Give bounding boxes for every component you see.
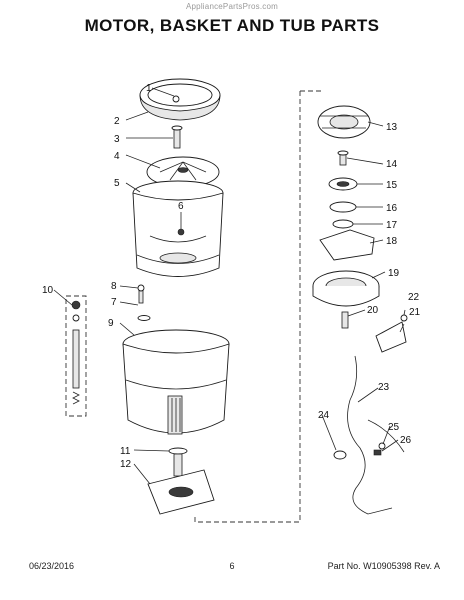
callout-6: 6	[178, 201, 184, 212]
callout-19: 19	[388, 268, 400, 279]
harness-branch	[367, 419, 405, 453]
harness-connector	[373, 449, 382, 456]
wash-basket	[132, 180, 224, 277]
spacer-ring	[329, 201, 357, 213]
stator-bolt	[337, 150, 349, 166]
retaining-ring	[332, 219, 354, 229]
callout-11: 11	[120, 446, 131, 457]
spring-kit	[71, 300, 81, 405]
kit-10-boundary	[65, 295, 87, 417]
callout-15: 15	[386, 180, 398, 191]
gearcase	[147, 453, 215, 515]
callout-25: 25	[388, 422, 400, 433]
callout-7: 7	[111, 297, 117, 308]
callout-12: 12	[120, 459, 132, 470]
callout-22: 22	[408, 292, 420, 303]
washer	[137, 315, 151, 321]
callout-23: 23	[378, 382, 390, 393]
page-title: MOTOR, BASKET AND TUB PARTS	[84, 16, 380, 35]
footer-page-number: 6	[229, 561, 235, 571]
callout-20: 20	[367, 305, 379, 316]
wire-harness	[347, 355, 393, 515]
sensor-screw	[400, 314, 408, 322]
shifter-bracket	[319, 229, 375, 261]
footer-part-number: Part No. W10905398 Rev. A	[327, 561, 440, 571]
callout-14: 14	[386, 159, 398, 170]
stator	[317, 105, 371, 139]
callout-26: 26	[400, 435, 412, 446]
motor-group-boundary	[194, 91, 301, 523]
callout-13: 13	[386, 122, 398, 133]
callout-numbers: 1 2 3 4 5 6 7 8 9 10 11 12 13 14 15 16 1…	[42, 83, 421, 470]
callout-21: 21	[409, 307, 421, 318]
impeller	[146, 156, 220, 188]
watermark: AppliancePartsPros.com	[186, 2, 278, 11]
callout-24: 24	[318, 410, 330, 421]
tub-ring	[139, 78, 221, 121]
tub-bolt	[137, 284, 145, 304]
harness-clip	[378, 442, 386, 450]
callout-4: 4	[114, 151, 120, 162]
callout-5: 5	[114, 178, 120, 189]
agitator-bolt	[171, 125, 183, 149]
callout-9: 9	[108, 318, 114, 329]
callout-18: 18	[386, 236, 398, 247]
callout-3: 3	[114, 134, 120, 145]
callout-16: 16	[386, 203, 398, 214]
tub-seal	[168, 447, 188, 455]
rotor	[312, 270, 380, 307]
callout-8: 8	[111, 281, 117, 292]
leader-lines	[53, 87, 406, 485]
callout-1: 1	[146, 83, 152, 94]
callout-10: 10	[42, 285, 54, 296]
rotor-bolt	[341, 311, 349, 329]
callout-17: 17	[386, 220, 398, 231]
callout-2: 2	[114, 116, 120, 127]
sensor-bracket	[375, 321, 407, 353]
harness-loop	[333, 450, 347, 460]
outer-tub	[122, 329, 230, 435]
bearing	[328, 177, 358, 191]
footer-date: 06/23/2016	[29, 561, 75, 571]
